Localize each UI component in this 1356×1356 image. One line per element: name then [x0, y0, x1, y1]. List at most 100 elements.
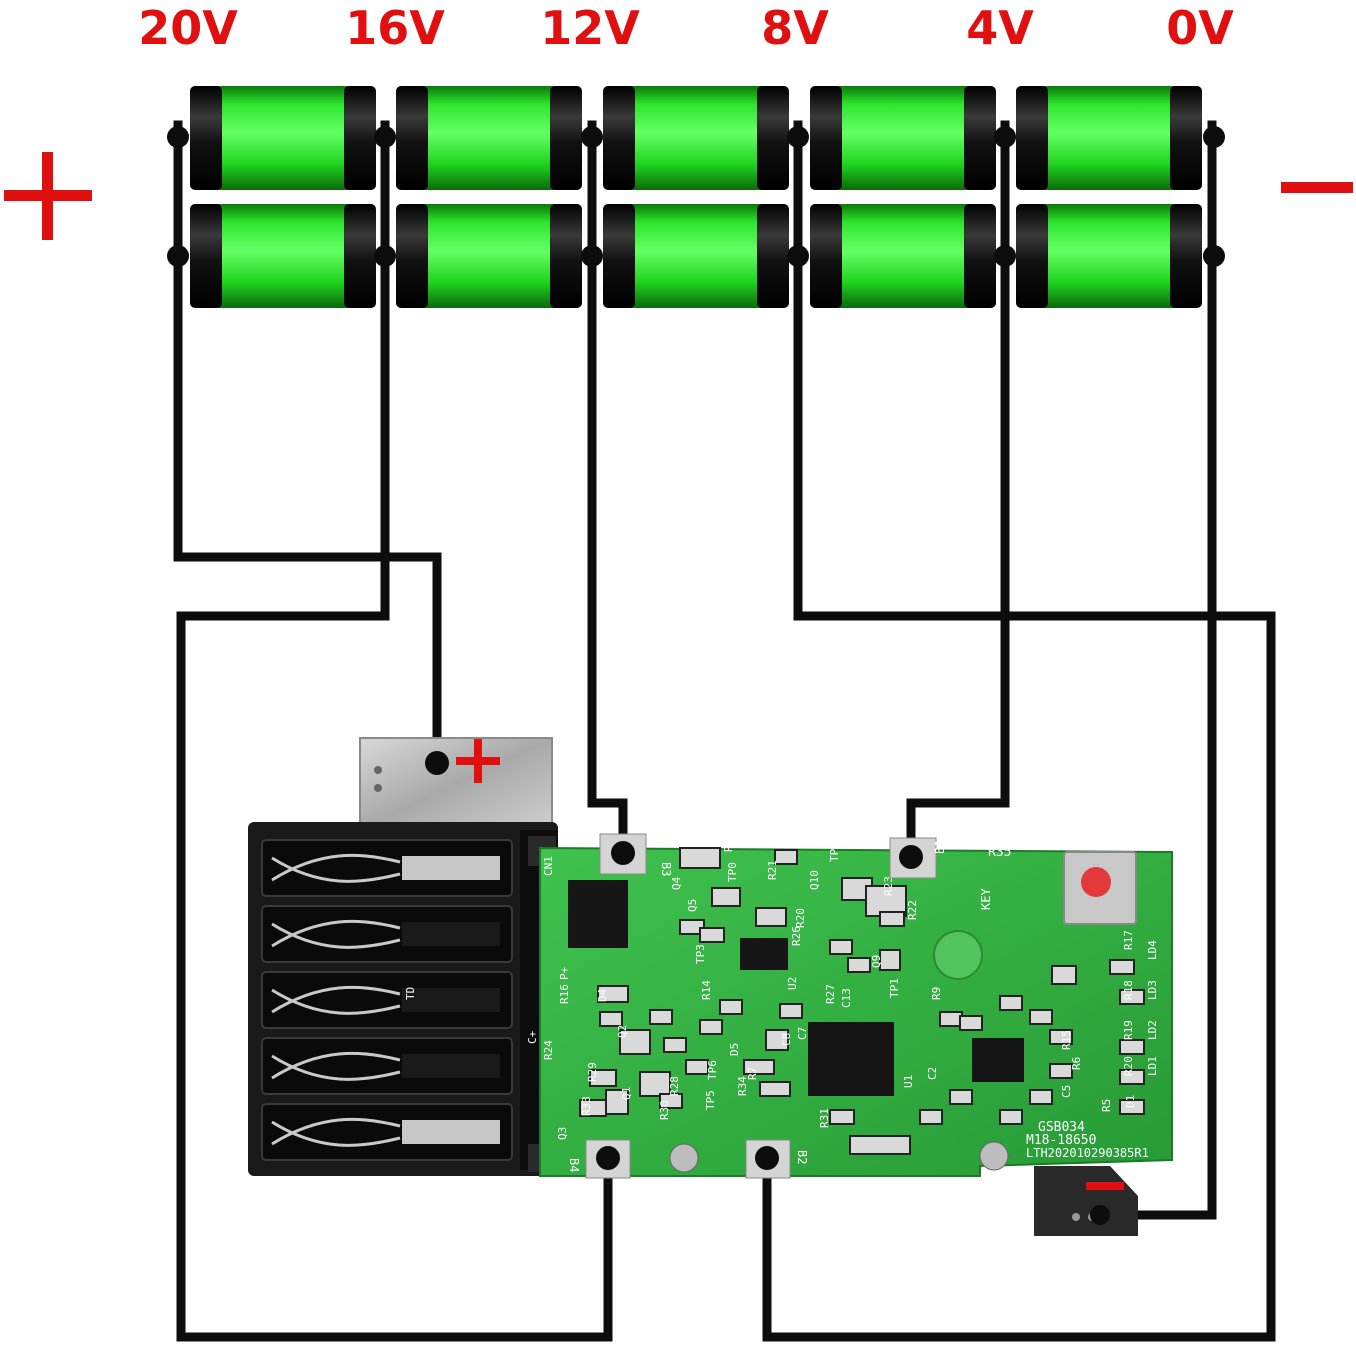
pad-b3-label: B3 [659, 862, 673, 876]
pcb-component-label: TP1 [888, 978, 901, 998]
pcb-component-label: Q9 [870, 955, 883, 968]
smd-component [1119, 1069, 1145, 1085]
pcb-component-label: TP5 [704, 1090, 717, 1110]
wiring [173, 120, 1276, 1342]
pcb-r35-label: R35 [988, 845, 1011, 860]
pcb-component-label: R20 [1122, 1056, 1135, 1076]
smd-component [679, 847, 721, 869]
pack-positive-symbol [4, 152, 92, 240]
smd-component [685, 1059, 709, 1075]
smd-component [599, 1011, 623, 1027]
pcb-component-label: U1 [902, 1075, 915, 1088]
battery-cell [810, 86, 996, 190]
pad-b1: B1 [889, 837, 947, 879]
connector-slot [261, 839, 513, 897]
smd-component [711, 887, 741, 907]
smd-component [639, 1071, 671, 1097]
pcb-component-label: C13 [840, 988, 853, 1008]
smd-component [605, 1089, 629, 1115]
battery-cell [1016, 86, 1202, 190]
pcb-component-label: LD4 [1146, 940, 1159, 960]
pcb-component-label: LD1 [1146, 1056, 1159, 1076]
pcb-component-label: R27 [824, 984, 837, 1004]
wire-16v-to-b4 [176, 253, 613, 1342]
pcb-component-label: C2 [926, 1067, 939, 1080]
pcb-component-label: TP4 [828, 842, 841, 862]
battery-cell [1016, 204, 1202, 308]
smd-component [755, 907, 787, 927]
smd-component [779, 1003, 803, 1019]
pcb-component-label: R19 [1122, 1020, 1135, 1040]
pcb-mount-hole-1 [669, 1143, 699, 1173]
pcb-key-label: KEY [979, 888, 993, 910]
smd-component [939, 1011, 963, 1027]
smd-component [659, 1093, 683, 1109]
smd-component [597, 985, 629, 1003]
pcb-component-label: R29 [586, 1062, 599, 1082]
voltage-labels: 20V 16V 12V 8V 4V 0V [138, 1, 1234, 55]
wire-4v-to-b1 [906, 253, 1010, 861]
pad-b4: B4 [567, 1139, 631, 1179]
pad-b2: B2 [745, 1139, 809, 1179]
battery-cell [190, 204, 376, 308]
smd-component [1029, 1089, 1053, 1105]
smd-component [847, 957, 871, 973]
smd-component [919, 1109, 943, 1125]
pcb-component-label: R28 [668, 1076, 681, 1096]
pcb-component-label: LD2 [1146, 1020, 1159, 1040]
pcb-silkscreen-labels: R1R21Q10TP4R23R22Q9R20R26TP0Q4Q5TP3R14R1… [404, 839, 1159, 1140]
pcb-component-label: R1 [722, 839, 735, 852]
wire-20v-to-positive-terminal [173, 253, 442, 767]
pcb-model-line1: GSB034 [1038, 1120, 1085, 1135]
voltage-label-0v: 0V [1166, 1, 1234, 55]
smd-component [774, 849, 798, 865]
pcb-component-label: R5 [1100, 1099, 1113, 1112]
pad-b4-label: B4 [567, 1158, 581, 1172]
smd-component [879, 911, 905, 927]
pcb-component-label: LD3 [1146, 980, 1159, 1000]
pad-b3: B3 [599, 833, 673, 876]
pcb-component-label: TP6 [706, 1060, 719, 1080]
wire-12v-to-b3 [587, 253, 628, 857]
smd-component [1119, 1039, 1145, 1055]
pcb-component-label: TP0 [726, 862, 739, 882]
connector-slot [261, 1037, 513, 1095]
positive-terminal-plate [359, 737, 553, 831]
pcb-component-label: R22 [906, 900, 919, 920]
smd-component [1049, 1063, 1073, 1079]
smd-component [1119, 989, 1145, 1005]
pad-b2-label: B2 [795, 1150, 809, 1164]
voltage-label-4v: 4V [966, 1, 1034, 55]
pcb-component-label: R6 [1070, 1057, 1083, 1070]
pcb-component-label: R26 [790, 926, 803, 946]
output-connector [248, 822, 558, 1176]
pcb-component-label: R15 [1060, 1030, 1073, 1050]
wire-0v-to-negative-terminal [1097, 253, 1217, 1220]
battery-cell [396, 204, 582, 308]
pcb-component-label: U2 [786, 977, 799, 990]
pcb-model-line2: M18-18650 [1026, 1133, 1096, 1148]
smd-component [959, 1015, 983, 1031]
smd-component [879, 949, 901, 971]
pcb-component-label: Q4 [670, 876, 683, 890]
pcb-component-label: C7 [796, 1027, 809, 1040]
smd-component [1119, 1099, 1145, 1115]
pcb-mount-hole-2 [979, 1141, 1009, 1171]
smd-component [1029, 1009, 1053, 1025]
pcb-component-label: CN1 [542, 856, 555, 876]
smd-component [743, 1059, 775, 1075]
pcb-component-label: TD [404, 987, 417, 1000]
negative-terminal-tab [1034, 1166, 1138, 1236]
pcb-component-label: D1 [1124, 1095, 1137, 1108]
smd-component [699, 927, 725, 943]
pcb-component-label: R16 [558, 984, 571, 1004]
battery-cell [603, 86, 789, 190]
pcb-component-label: D4 [596, 988, 609, 1002]
battery-cell [810, 204, 996, 308]
smd-component [589, 1069, 617, 1087]
smd-component [949, 1089, 973, 1105]
pcb-component-label: Q5 [686, 899, 699, 912]
connector-slot [261, 1103, 513, 1161]
voltage-label-8v: 8V [761, 1, 829, 55]
